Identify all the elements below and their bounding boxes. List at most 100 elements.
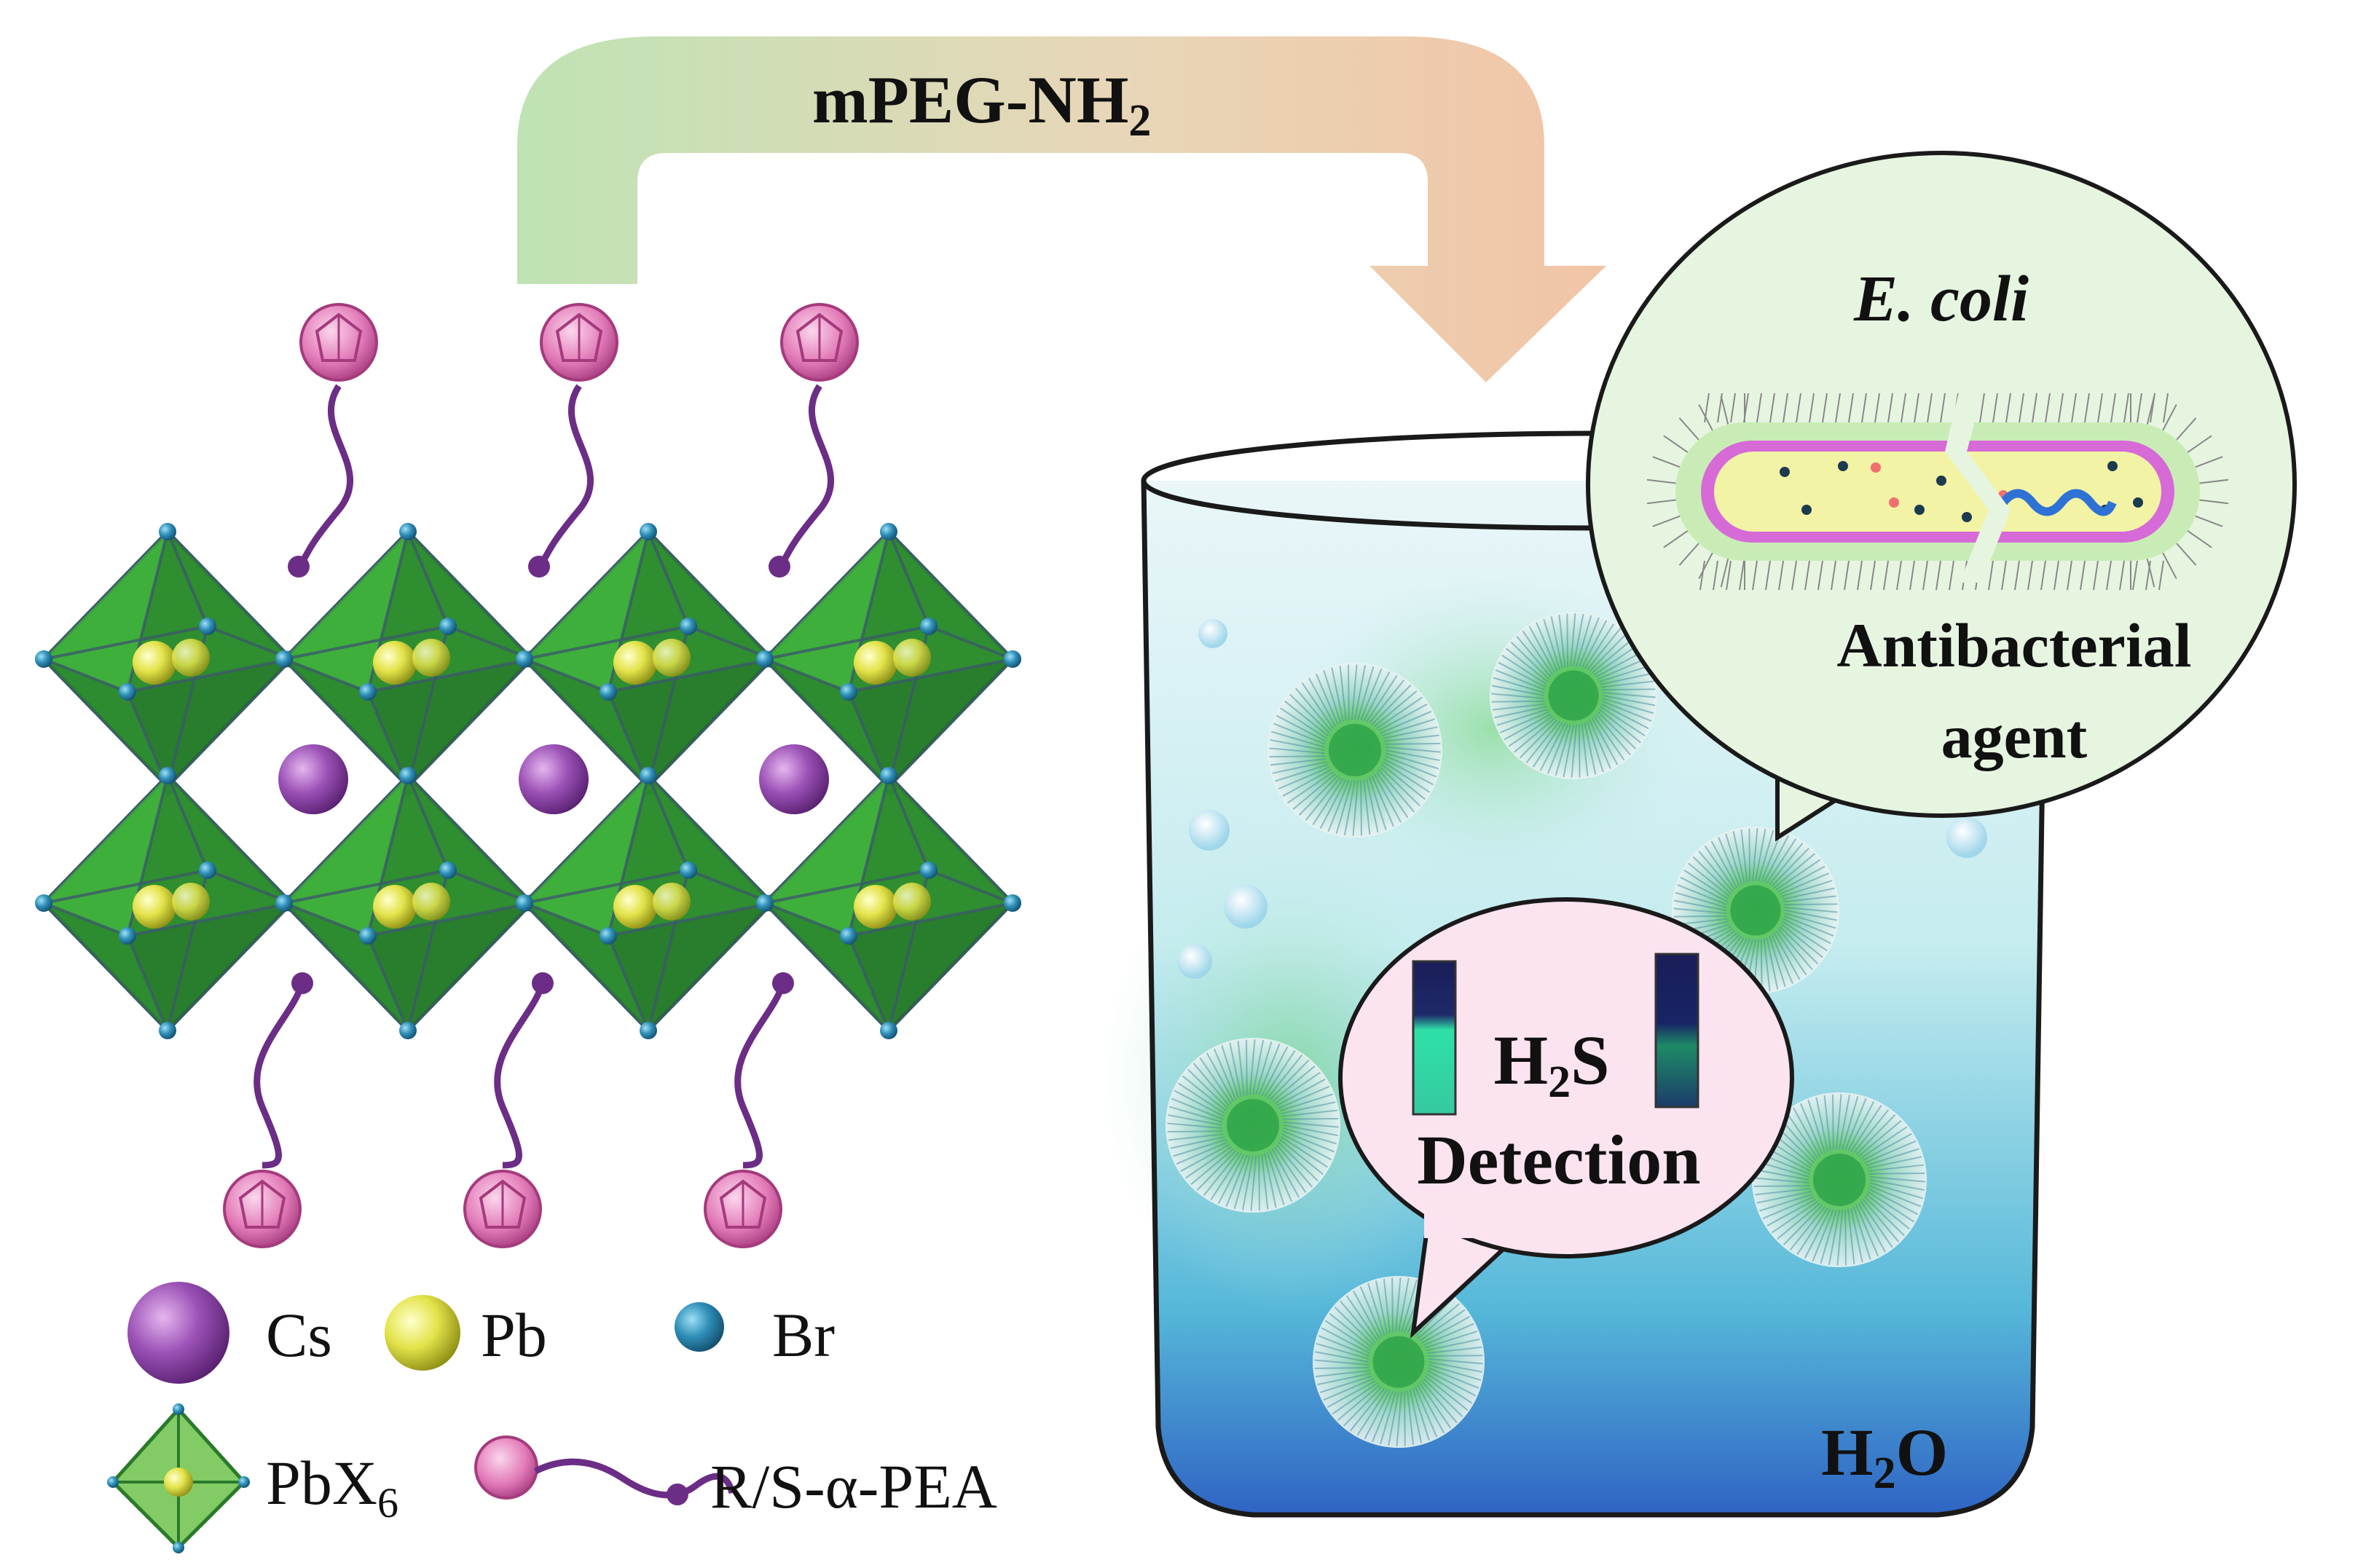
micelle — [1268, 663, 1442, 838]
br-atom — [600, 927, 617, 945]
legend: Cs Pb Br PbX6 R/S-α-PEA — [107, 1282, 997, 1553]
br-atom — [159, 1022, 176, 1039]
micelle — [1166, 1038, 1340, 1213]
legend-cs-swatch — [127, 1282, 229, 1384]
pb-atom — [854, 641, 897, 685]
br-atom — [35, 650, 52, 668]
br-atom — [159, 767, 176, 784]
pb-atom — [854, 885, 897, 929]
br-atom — [159, 523, 176, 540]
ecoli-bubble — [1586, 151, 2297, 842]
pbx6-octahedron — [516, 767, 781, 1039]
pbx6-octahedron — [756, 767, 1021, 1039]
cs-atom — [759, 744, 829, 814]
pb-atom — [373, 641, 417, 685]
bacterium-cilia — [1646, 393, 2229, 591]
br-atom — [600, 683, 617, 701]
br-atom — [880, 523, 897, 540]
br-atom — [439, 862, 457, 879]
br-atom — [840, 683, 857, 701]
br-atom — [439, 618, 457, 635]
h2s-bubble — [1338, 897, 1794, 1339]
micelle — [1313, 1276, 1485, 1448]
br-atom — [1004, 650, 1021, 668]
br-atom — [680, 618, 697, 635]
legend-br-label: Br — [772, 1300, 835, 1370]
br-atom — [119, 683, 136, 701]
br-atom — [275, 650, 293, 668]
ecoli-line2: agent — [1941, 701, 2088, 771]
br-atom — [920, 862, 938, 879]
cs-atoms — [278, 744, 829, 814]
water-label: H2O — [1821, 1415, 1948, 1498]
pea-head — [704, 1170, 782, 1248]
vial-after — [1654, 953, 1699, 1108]
legend-pb-label: Pb — [481, 1300, 547, 1370]
br-atom — [680, 862, 697, 879]
pea-head — [223, 1170, 302, 1248]
br-atom — [516, 894, 533, 912]
pb-atom — [133, 641, 176, 685]
micelle — [1490, 612, 1657, 779]
ecoli-title: E. coli — [1853, 263, 2029, 335]
bacterium-contents — [1780, 461, 2143, 522]
legend-br-swatch — [675, 1302, 724, 1352]
br-atom — [640, 523, 657, 540]
br-atom — [119, 927, 136, 945]
br-atom — [756, 894, 774, 912]
pea-ligand — [528, 303, 618, 578]
br-atom — [756, 650, 774, 668]
br-atom — [516, 650, 533, 668]
br-atom — [840, 927, 857, 945]
legend-cs-label: Cs — [266, 1300, 332, 1370]
pb-atom — [613, 641, 657, 685]
br-atom — [880, 767, 897, 784]
br-atom — [35, 894, 52, 912]
br-atom — [199, 862, 216, 879]
cs-atom — [278, 744, 348, 814]
legend-pea-label: R/S-α-PEA — [710, 1451, 997, 1521]
pbx6-octahedron — [275, 767, 541, 1039]
pea-ligand — [223, 972, 313, 1248]
br-atom — [640, 1022, 657, 1039]
br-atom — [920, 618, 938, 635]
legend-pea-swatch — [474, 1435, 736, 1505]
arrow-label: mPEG-NH2 — [812, 63, 1151, 146]
pea-head — [780, 303, 859, 382]
br-atom — [275, 894, 293, 912]
br-atom — [1004, 894, 1021, 912]
legend-pbx6-label: PbX6 — [266, 1448, 398, 1526]
pb-atom — [373, 885, 417, 929]
h2s-detection: Detection — [1417, 1121, 1700, 1199]
pea-ligands — [223, 303, 859, 1248]
pea-head — [540, 303, 618, 382]
br-atom — [399, 767, 417, 784]
pea-ligand — [463, 972, 554, 1248]
pbx6-octahedron — [756, 523, 1021, 795]
pb-atom — [613, 885, 657, 929]
vial-before — [1412, 960, 1457, 1116]
pea-ligand — [769, 303, 859, 578]
micelle — [1752, 1092, 1927, 1267]
perovskite-lattice — [35, 523, 1021, 1039]
pbx6-octahedron — [35, 523, 300, 795]
h2s-formula: H2S — [1493, 1021, 1609, 1107]
legend-pb-swatch — [385, 1295, 460, 1371]
pbx6-octahedron — [516, 523, 781, 795]
pb-atom — [133, 885, 176, 929]
pea-head — [299, 303, 378, 382]
br-atom — [640, 767, 657, 784]
water-bubbles — [1177, 619, 1987, 979]
legend-pbx6-swatch — [107, 1403, 250, 1553]
br-atom — [359, 683, 377, 701]
ecoli-line1: Antibacterial — [1836, 610, 2191, 680]
br-atom — [399, 1022, 417, 1039]
br-atom — [199, 618, 216, 635]
pbx6-octahedron — [275, 523, 541, 795]
pea-head — [463, 1170, 542, 1248]
reaction-arrow — [517, 36, 1606, 382]
br-atom — [880, 1022, 897, 1039]
pea-ligand — [704, 972, 794, 1248]
cs-atom — [519, 744, 589, 814]
